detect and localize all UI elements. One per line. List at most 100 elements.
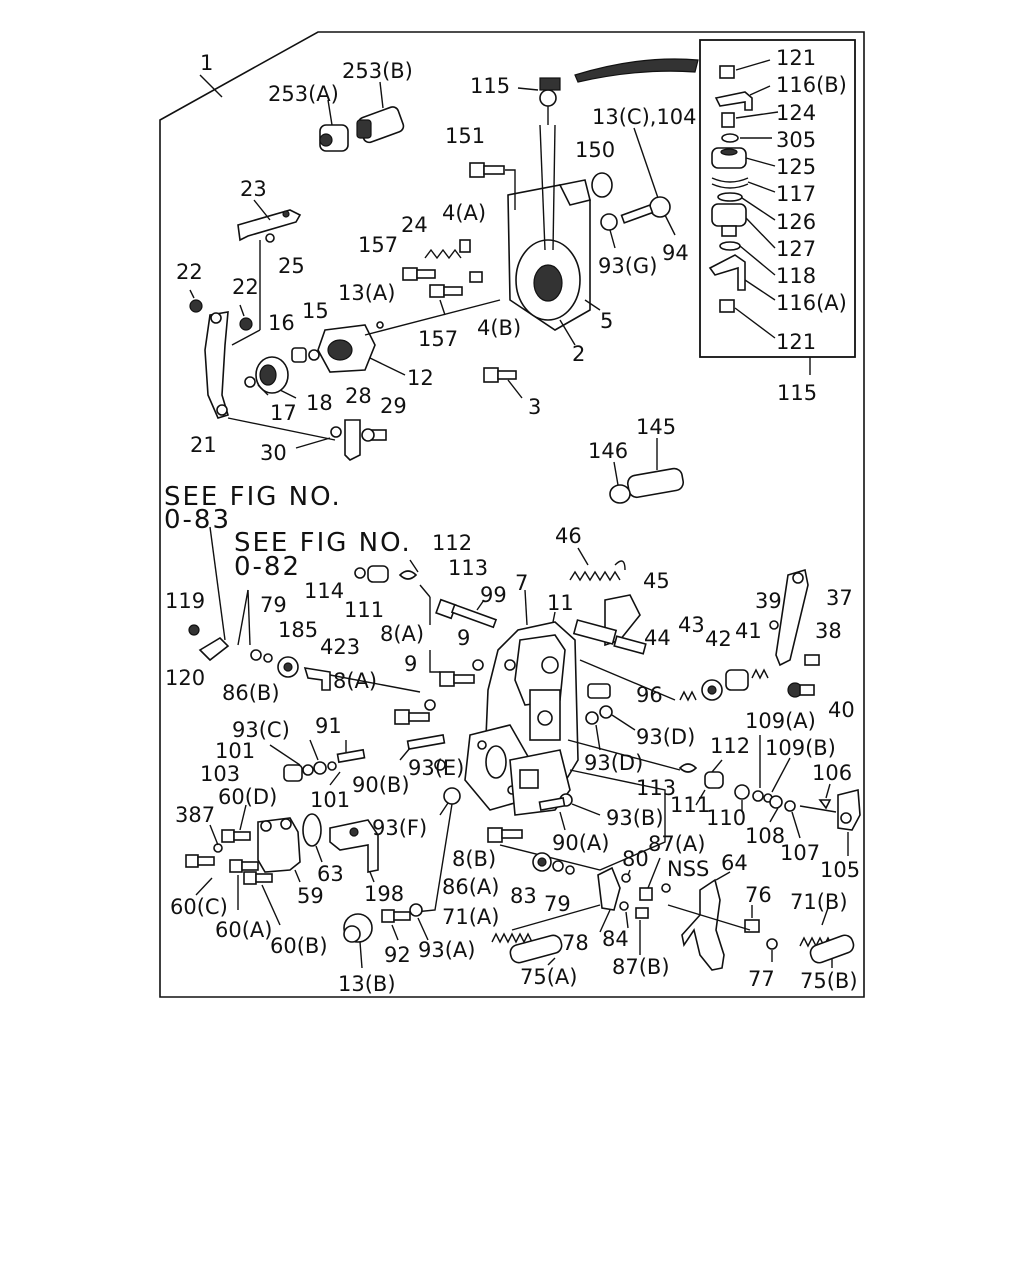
part-41-spring (751, 668, 769, 680)
callout-5: 5 (600, 309, 613, 333)
part-60b-bolt (243, 871, 273, 885)
callout-87b: 87(B) (612, 955, 670, 979)
inset-box-115 (699, 39, 856, 358)
callout-38: 38 (815, 619, 842, 643)
callout-71a: 71(A) (442, 905, 499, 929)
callout-99: 99 (480, 583, 507, 607)
callout-110: 110 (706, 806, 746, 830)
callout-93b: 93(B) (606, 806, 664, 830)
part-40-bolt (787, 682, 815, 698)
part-9a-washer (472, 659, 484, 671)
callout-253b: 253(B) (342, 59, 413, 83)
callout-145: 145 (636, 415, 676, 439)
inset-callout-127: 127 (776, 237, 816, 261)
part-18-sleeve (255, 356, 289, 394)
callout-40: 40 (828, 698, 855, 722)
callout-25: 25 (278, 254, 305, 278)
part-93c-nut (313, 761, 327, 775)
callout-8a2: 8(A) (333, 669, 377, 693)
part-83-washer (552, 860, 564, 872)
part-103-cap (283, 764, 303, 782)
inset-callout-124: 124 (776, 101, 816, 125)
callout-119: 119 (165, 589, 205, 613)
part-146-ring (609, 484, 631, 504)
callout-92: 92 (384, 943, 411, 967)
part-43-washer (701, 679, 723, 701)
part-119-screw (188, 624, 200, 636)
callout-115-bottom: 115 (777, 381, 817, 405)
callout-60a: 60(A) (215, 918, 272, 942)
callout-83: 83 (510, 884, 537, 908)
callout-111b: 111 (670, 793, 710, 817)
part-24-spring (424, 248, 462, 260)
part-64-lever (681, 878, 725, 971)
callout-60c: 60(C) (170, 895, 228, 919)
part-114-washer (354, 567, 366, 579)
part-120-plate (198, 636, 230, 662)
callout-93d1: 93(D) (636, 725, 695, 749)
callout-2: 2 (572, 342, 585, 366)
callout-112a: 112 (432, 531, 472, 555)
part-71a-spring (491, 932, 533, 944)
callout-46: 46 (555, 524, 582, 548)
callout-93f: 93(F) (372, 816, 427, 840)
part-157b-bolt (429, 284, 463, 298)
inset-part-125 (711, 147, 747, 169)
callout-17: 17 (270, 401, 297, 425)
part-8a1-bolt (439, 671, 475, 687)
callout-22a: 22 (176, 260, 203, 284)
callout-24: 24 (401, 213, 428, 237)
part-80-washer (621, 873, 631, 883)
callout-93c: 93(C) (232, 718, 290, 742)
part-17-washer (244, 376, 256, 388)
part-15-ring (308, 349, 320, 361)
part-423-bracket (303, 667, 331, 691)
part-30-washer (330, 426, 342, 438)
see-fig-083-line1: SEE FIG NO. (164, 482, 342, 512)
callout-9a: 9 (457, 626, 470, 650)
part-nss-washer (661, 883, 671, 893)
part-150-plug (591, 172, 613, 198)
part-111a-valve (367, 565, 389, 583)
part-79a-washer (250, 649, 262, 661)
callout-30: 30 (260, 441, 287, 465)
part-91-stud (336, 748, 366, 764)
part-76-bolt (744, 919, 760, 933)
part-86b-nut (277, 656, 299, 678)
callout-113a: 113 (448, 556, 488, 580)
part-9b-washer (424, 699, 436, 711)
part-25-washer (265, 233, 275, 243)
callout-101a: 101 (215, 739, 255, 763)
part-113b-clip (678, 763, 698, 773)
callout-96: 96 (636, 683, 663, 707)
part-16-bushing (291, 347, 307, 363)
part-106-screw (818, 799, 832, 810)
part-59-cover (257, 817, 301, 873)
callout-9b: 9 (404, 652, 417, 676)
part-93e-nut (434, 759, 446, 771)
part-253b-fitting (356, 106, 405, 144)
callout-4a: 4(A) (442, 201, 486, 225)
callout-63: 63 (317, 862, 344, 886)
callout-13c104: 13(C),104 (592, 105, 697, 129)
part-101b-washer (327, 761, 337, 771)
callout-59: 59 (297, 884, 324, 908)
callout-101b: 101 (310, 788, 350, 812)
part-111b-valve (704, 771, 724, 789)
part-38-bolt (804, 654, 820, 666)
callout-1: 1 (200, 51, 213, 75)
inset-callout-126: 126 (776, 210, 816, 234)
callout-44: 44 (644, 626, 671, 650)
part-87a-bolt (639, 887, 653, 901)
callout-16: 16 (268, 311, 295, 335)
callout-157b: 157 (418, 327, 458, 351)
part-90b-stud (406, 734, 446, 750)
part-8a2-bolt (394, 709, 430, 725)
callout-93g: 93(G) (598, 254, 657, 278)
part-93d2-nut (585, 711, 599, 725)
callout-76: 76 (745, 883, 772, 907)
part-90a-stud (538, 797, 566, 811)
callout-94: 94 (662, 241, 689, 265)
inset-part-116a (708, 254, 746, 291)
part-93a-nut (409, 903, 423, 917)
